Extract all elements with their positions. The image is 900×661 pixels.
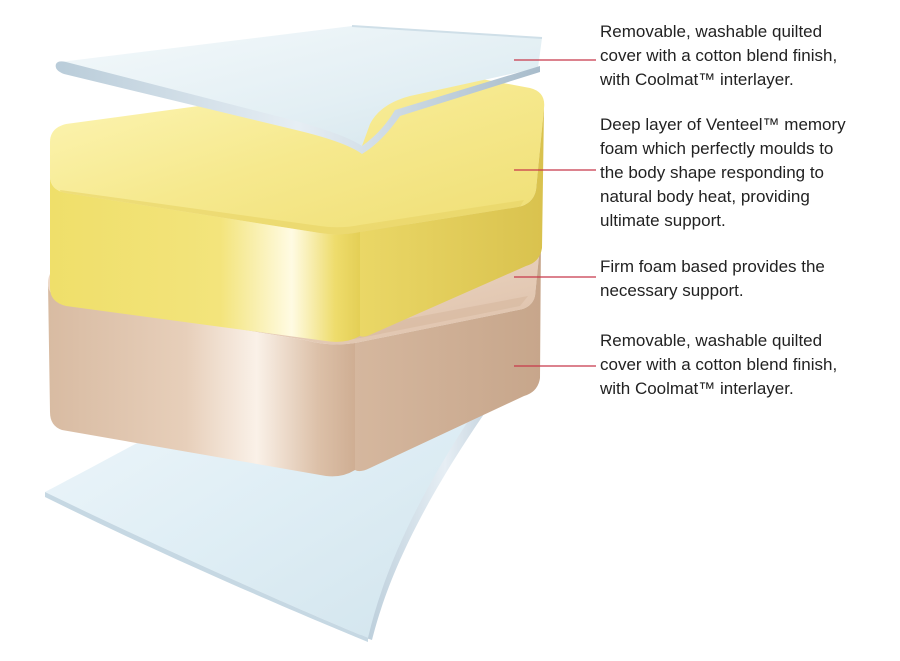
caption-firm-foam-base: Firm foam based provides the necessary s… [600, 257, 825, 300]
memory-foam-side [360, 108, 544, 337]
caption-top-cover: Removable, washable quilted cover with a… [600, 22, 838, 89]
firm-foam-side [355, 236, 541, 472]
firm-foam-top-recess [66, 290, 528, 340]
top-cover-layer [55, 25, 543, 155]
memory-foam-front [50, 176, 360, 342]
firm-foam-front [48, 283, 355, 477]
top-cover-edge-line [351, 25, 543, 39]
caption-bottom-cover: Removable, washable quilted cover with a… [600, 331, 838, 398]
memory-foam-top [50, 74, 545, 235]
top-cover-sheet [60, 26, 542, 146]
memory-foam-layer [50, 74, 545, 342]
caption-memory-foam: Deep layer of Venteel™ memory foam which… [600, 115, 846, 230]
bottom-cover-underside [45, 492, 368, 642]
bottom-cover-edge [360, 348, 530, 640]
